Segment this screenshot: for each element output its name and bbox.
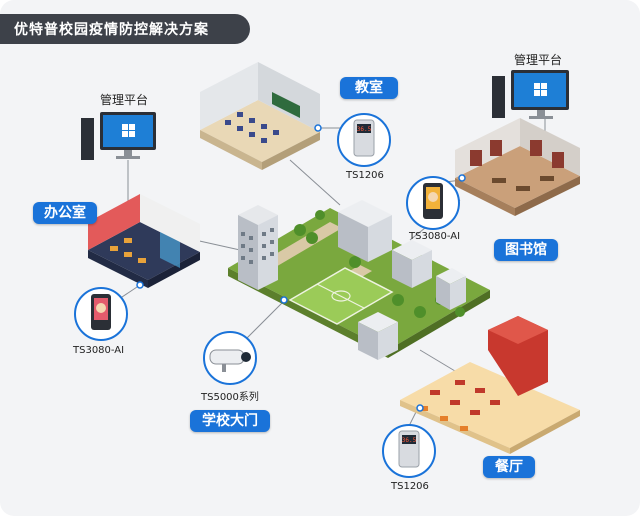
line-office-campus	[194, 239, 241, 251]
office-platform-label: 管理平台	[100, 93, 149, 107]
zone-label-classroom: 教室	[340, 77, 398, 99]
office-room	[88, 194, 200, 288]
page-title: 优特普校园疫情防控解决方案	[14, 22, 209, 38]
campus-buildings	[338, 200, 466, 360]
canteen-area	[400, 316, 580, 454]
device-label-office: TS3080-AI	[73, 345, 125, 356]
connector-dots	[136, 124, 466, 412]
office-partition	[160, 232, 180, 268]
office-monitor	[81, 112, 156, 160]
device-canteen-circle: 36.5	[382, 424, 436, 478]
device-label-gate: TS5000系列	[201, 392, 259, 403]
ts1206-screen-reading: 36.5	[357, 126, 372, 133]
blackboard	[272, 92, 300, 118]
device-label-canteen: TS1206	[391, 481, 429, 492]
title-banner: 优特普校园疫情防控解决方案	[0, 14, 250, 44]
device-library-circle	[406, 176, 460, 230]
zone-label-gate: 学校大门	[190, 410, 270, 432]
zone-label-canteen: 餐厅	[483, 456, 535, 478]
device-gate-circle	[203, 331, 257, 385]
library-monitor	[492, 70, 569, 119]
tower-building	[238, 205, 278, 290]
zone-label-office: 办公室	[33, 202, 97, 224]
library-platform-label: 管理平台	[514, 53, 563, 67]
device-office-circle	[74, 287, 128, 341]
windows-logo-icons	[122, 83, 547, 137]
library-room	[455, 118, 580, 216]
device-label-library: TS3080-AI	[409, 231, 461, 242]
line-classroom-campus	[289, 159, 341, 206]
ts1206-screen-reading-canteen: 36.5	[402, 437, 417, 444]
classroom-room	[200, 62, 320, 170]
device-classroom-circle: 36.5	[337, 113, 391, 167]
zone-label-library: 图书馆	[494, 239, 558, 261]
device-label-classroom: TS1206	[346, 170, 384, 181]
